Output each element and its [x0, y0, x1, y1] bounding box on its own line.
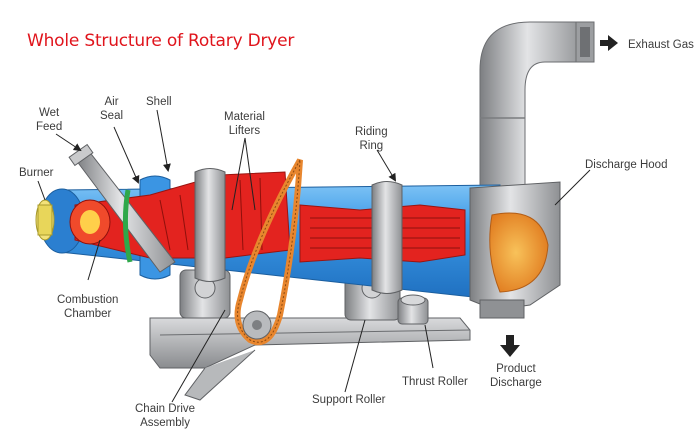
air-seal	[122, 189, 133, 263]
label-product-discharge-line1: Product	[496, 363, 536, 375]
label-combustion-chamber-line1: Combustion	[57, 294, 119, 306]
label-material-lifters: Material Lifters	[224, 110, 265, 138]
label-riding-ring-line2: Ring	[359, 140, 384, 152]
label-wet-feed: Wet Feed	[36, 106, 62, 134]
label-air-seal-line2: Seal	[100, 110, 124, 122]
chain-drive	[234, 158, 303, 346]
burner	[35, 199, 55, 241]
riding-ring-right	[371, 181, 403, 294]
leader-lines	[37, 109, 591, 403]
label-wet-feed-line1: Wet	[38, 107, 60, 119]
label-product-discharge: Product Discharge	[490, 362, 542, 390]
label-chain-drive-assembly-line1: Chain Drive	[135, 403, 196, 415]
label-product-discharge-line2: Discharge	[490, 377, 542, 389]
label-wet-feed-line2: Feed	[36, 121, 63, 133]
label-thrust-roller: Thrust Roller	[402, 376, 468, 388]
support-frame	[149, 317, 471, 401]
label-material-lifters-line1: Material	[224, 111, 265, 123]
label-air-seal: Air Seal	[100, 95, 123, 123]
label-material-lifters-line2: Lifters	[228, 125, 261, 137]
label-support-roller: Support Roller	[312, 394, 386, 406]
label-riding-ring-line1: Riding	[355, 126, 388, 138]
label-discharge-hood: Discharge Hood	[585, 159, 668, 171]
label-exhaust-gas: Exhaust Gas	[628, 39, 694, 51]
thrust-roller	[397, 294, 429, 325]
label-chain-drive-assembly-line2: Assembly	[140, 417, 190, 429]
product-discharge-arrow	[500, 335, 520, 357]
label-shell: Shell	[146, 96, 172, 108]
riding-ring-left	[194, 168, 226, 282]
label-riding-ring: Riding Ring	[355, 125, 388, 153]
label-chain-drive-assembly: Chain Drive Assembly	[135, 402, 195, 430]
label-burner: Burner	[19, 167, 54, 179]
label-air-seal-line1: Air	[104, 96, 119, 108]
label-combustion-chamber-line2: Chamber	[64, 308, 112, 320]
exhaust-gas-arrow	[600, 35, 618, 51]
label-combustion-chamber: Combustion Chamber	[57, 293, 118, 321]
discharge-hood	[469, 181, 561, 319]
diagram-title: Whole Structure of Rotary Dryer	[27, 31, 295, 51]
